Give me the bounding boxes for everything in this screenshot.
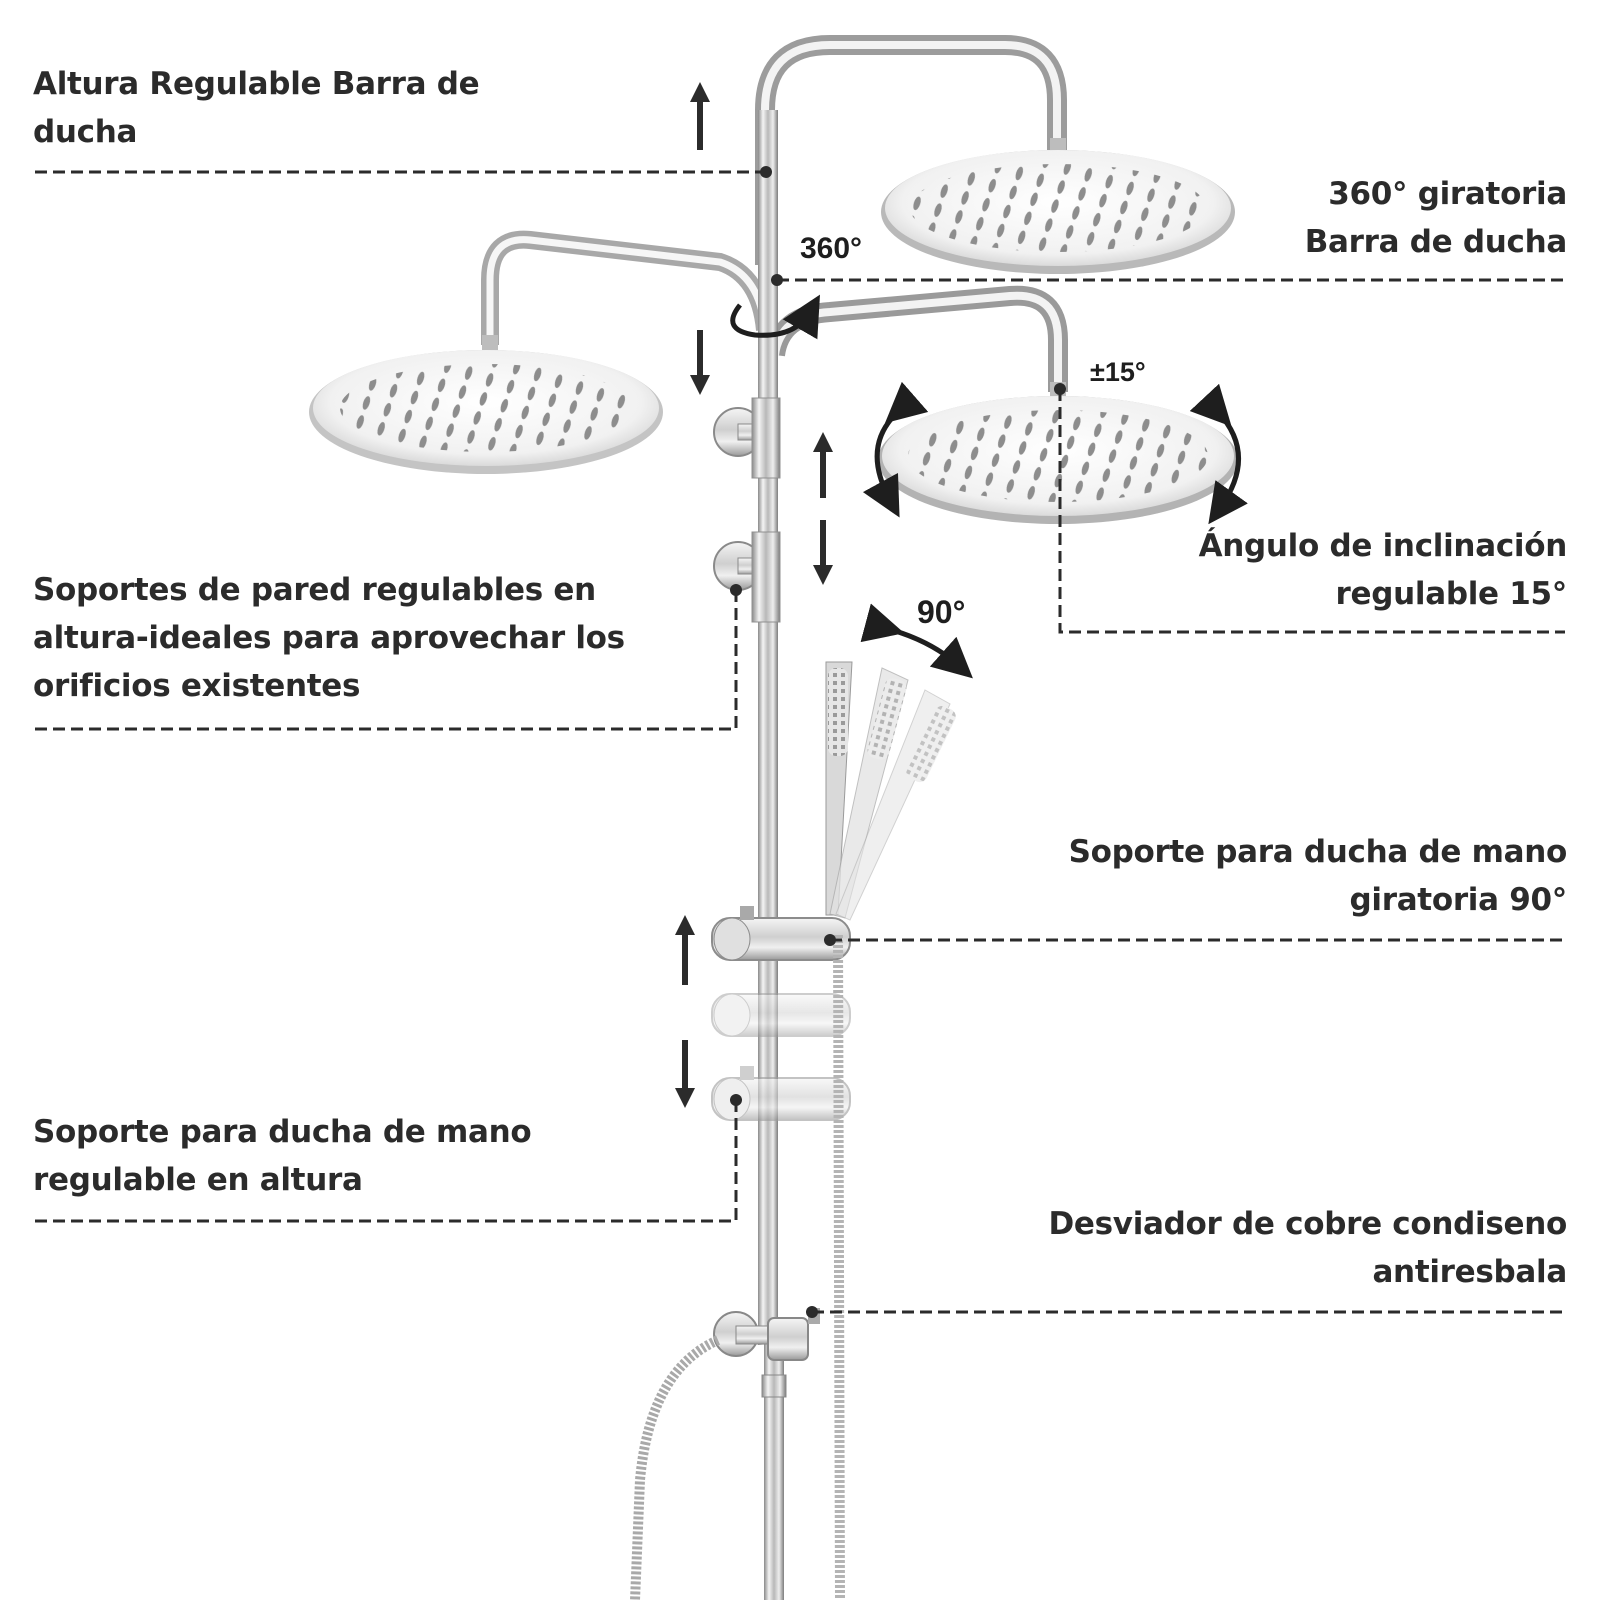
tilt-arrow-right — [1189, 383, 1248, 525]
tilt-arrow-left — [862, 381, 929, 518]
leader-dots — [730, 166, 1066, 1318]
slider-holder-low — [711, 1066, 851, 1121]
shower-riser-bar — [758, 110, 778, 1345]
rotate-90-arrow — [860, 603, 973, 679]
top-shower-head — [881, 138, 1235, 274]
rotation-degree-label: 360° — [800, 232, 863, 265]
hand-shower-vertical — [825, 661, 853, 916]
diverter-valve — [713, 1308, 820, 1398]
hand-shower-tilted-2 — [835, 689, 956, 921]
shower-hose — [630, 1335, 721, 1600]
slider-holder-mid — [711, 993, 851, 1037]
left-shower-arm — [481, 230, 774, 345]
wall-bracket-upper — [713, 397, 781, 479]
wall-bracket-lower — [713, 531, 781, 623]
rotate-360-arrow — [730, 294, 821, 340]
height-arrows — [675, 82, 833, 1108]
handheld-degree-label: 90° — [917, 594, 966, 630]
right-shower-head — [878, 382, 1238, 524]
slider-holder-top — [711, 906, 851, 961]
leader-lines — [35, 170, 1565, 1314]
left-shower-head — [309, 335, 663, 474]
tilt-degree-label: ±15° — [1090, 357, 1146, 387]
